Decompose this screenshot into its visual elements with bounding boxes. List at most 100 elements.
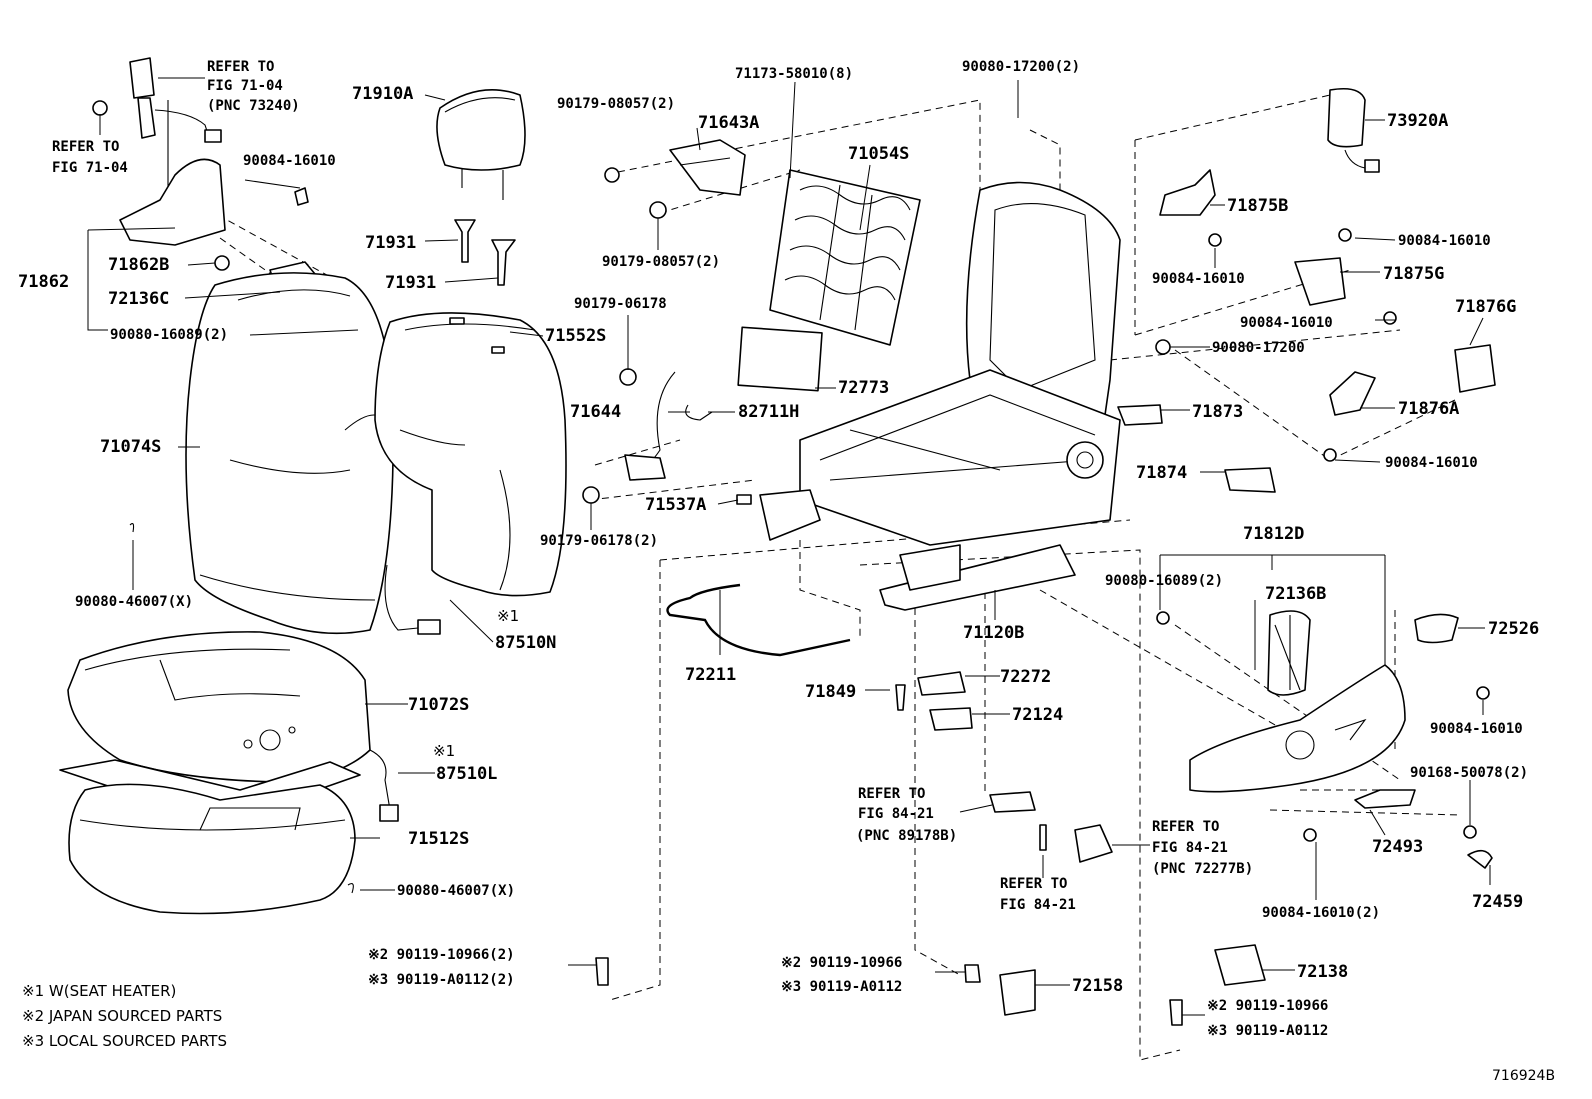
label-71862B: 71862B [108, 255, 169, 275]
small-hardware [595, 671, 1266, 1026]
label-71512S: 71512S [408, 829, 469, 849]
label-71644: 71644 [570, 402, 621, 422]
label-72136C: 72136C [108, 289, 169, 309]
label-71173-58010: 71173-58010(8) [735, 66, 853, 82]
hog-ring-b [347, 883, 354, 894]
label-71876A: 71876A [1398, 399, 1459, 419]
label-71812D: 71812D [1243, 524, 1304, 544]
label-82711H: 82711H [738, 402, 799, 422]
label-71875B: 71875B [1227, 196, 1288, 216]
seatback-pad-71552S [374, 312, 567, 635]
legend-notes: ※1 W(SEAT HEATER) ※2 JAPAN SOURCED PARTS… [22, 982, 227, 1050]
refer-c-line1: REFER TO [858, 786, 925, 802]
label-71875G: 71875G [1383, 264, 1444, 284]
label-72526: 72526 [1488, 619, 1539, 639]
refer-c-line2: FIG 84-21 [858, 806, 934, 822]
label-japan-90119-10966-2: ※2 90119-10966(2) [368, 947, 515, 963]
label-90179-06178: 90179-06178 [574, 296, 667, 312]
label-72158: 72158 [1072, 976, 1123, 996]
side-shield-71812D [1156, 610, 1493, 869]
label-90080-46007-a: 90080-46007(X) [75, 594, 193, 610]
label-71074S: 71074S [100, 437, 161, 457]
refer-e-line1: REFER TO [1000, 876, 1067, 892]
label-90179-08057-a: 90179-08057(2) [557, 96, 675, 112]
seat-frame-71120B [759, 181, 1121, 611]
harness-71644 [582, 368, 752, 505]
label-71876G: 71876G [1455, 297, 1516, 317]
label-90084-16010-c: 90084-16010 [1152, 271, 1245, 287]
seatback-spring-71054S [769, 169, 921, 346]
label-71862: 71862 [18, 272, 69, 292]
label-71931-a: 71931 [365, 233, 416, 253]
refer-d-line3: (PNC 72277B) [1152, 861, 1253, 877]
label-local-90119-A0112-b: ※3 90119-A0112 [781, 979, 902, 995]
label-90084-16010-d: 90084-16010 [1240, 315, 1333, 331]
label-71910A: 71910A [352, 84, 413, 104]
label-72459: 72459 [1472, 892, 1523, 912]
seatback-cover-71074S [185, 272, 394, 635]
label-71874: 71874 [1136, 463, 1187, 483]
label-90179-08057-b: 90179-08057(2) [602, 254, 720, 270]
mark1-b: ※1 [433, 742, 455, 760]
label-71120B: 71120B [963, 623, 1024, 643]
label-90080-17200-a: 90080-17200(2) [962, 59, 1080, 75]
label-72138: 72138 [1297, 962, 1348, 982]
side-airbag-73920A [1327, 87, 1380, 173]
felt-pad-72773 [737, 326, 823, 392]
label-71873: 71873 [1192, 402, 1243, 422]
mark1-a: ※1 [497, 607, 519, 625]
part-labels: REFER TO FIG 71-04 (PNC 73240) REFER TO … [18, 59, 1539, 1039]
label-90080-46007-b: 90080-46007(X) [397, 883, 515, 899]
leader-lines [87, 77, 1491, 1016]
label-72124: 72124 [1012, 705, 1063, 725]
label-87510L: 87510L [436, 764, 497, 784]
note-local-sourced: ※3 LOCAL SOURCED PARTS [22, 1032, 227, 1050]
refer-a-line1: REFER TO [207, 59, 274, 75]
right-brackets [1155, 169, 1496, 462]
refer-b-line2: FIG 71-04 [52, 160, 128, 176]
label-72211: 72211 [685, 665, 736, 685]
label-71849: 71849 [805, 682, 856, 702]
seat-cushion-cover-71072S [67, 631, 371, 783]
label-71537A: 71537A [645, 495, 706, 515]
figure-id: 716924B [1492, 1068, 1555, 1084]
label-72136B: 72136B [1265, 584, 1326, 604]
label-73920A: 73920A [1387, 111, 1448, 131]
lumbar-bracket-71643A [604, 139, 746, 219]
label-72493: 72493 [1372, 837, 1423, 857]
wire-72211 [666, 583, 851, 657]
note-seat-heater: ※1 W(SEAT HEATER) [22, 982, 176, 1000]
label-japan-90119-10966-b: ※2 90119-10966 [781, 955, 902, 971]
label-87510N: 87510N [495, 633, 556, 653]
label-72272: 72272 [1000, 667, 1051, 687]
label-90168-50078: 90168-50078(2) [1410, 765, 1528, 781]
label-71054S: 71054S [848, 144, 909, 164]
label-90179-06178-2: 90179-06178(2) [540, 533, 658, 549]
label-90084-16010-b: 90084-16010 [1398, 233, 1491, 249]
refer-e-line2: FIG 84-21 [1000, 897, 1076, 913]
label-90084-16010-a: 90084-16010 [243, 153, 336, 169]
refer-d-line1: REFER TO [1152, 819, 1219, 835]
refer-b-line1: REFER TO [52, 139, 119, 155]
headrest [436, 89, 526, 200]
label-90080-17200-b: 90080-17200 [1212, 340, 1305, 356]
label-71072S: 71072S [408, 695, 469, 715]
refer-a-line2: FIG 71-04 [207, 78, 283, 94]
label-72773: 72773 [838, 378, 889, 398]
label-90084-16010-e: 90084-16010 [1385, 455, 1478, 471]
label-71643A: 71643A [698, 113, 759, 133]
headrest-guides [454, 219, 516, 286]
seat-track-parts [1117, 404, 1276, 493]
label-local-90119-A0112-c: ※3 90119-A0112 [1207, 1023, 1328, 1039]
label-71552S: 71552S [545, 326, 606, 346]
refer-d-line2: FIG 84-21 [1152, 840, 1228, 856]
label-90080-16089-b: 90080-16089(2) [1105, 573, 1223, 589]
label-71931-b: 71931 [385, 273, 436, 293]
label-90080-16089-a: 90080-16089(2) [110, 327, 228, 343]
refer-a-line3: (PNC 73240) [207, 98, 300, 114]
label-90084-16010-f: 90084-16010 [1430, 721, 1523, 737]
hog-ring-a [129, 523, 135, 533]
label-japan-90119-10966-c: ※2 90119-10966 [1207, 998, 1328, 1014]
label-local-90119-A0112-2: ※3 90119-A0112(2) [368, 972, 515, 988]
